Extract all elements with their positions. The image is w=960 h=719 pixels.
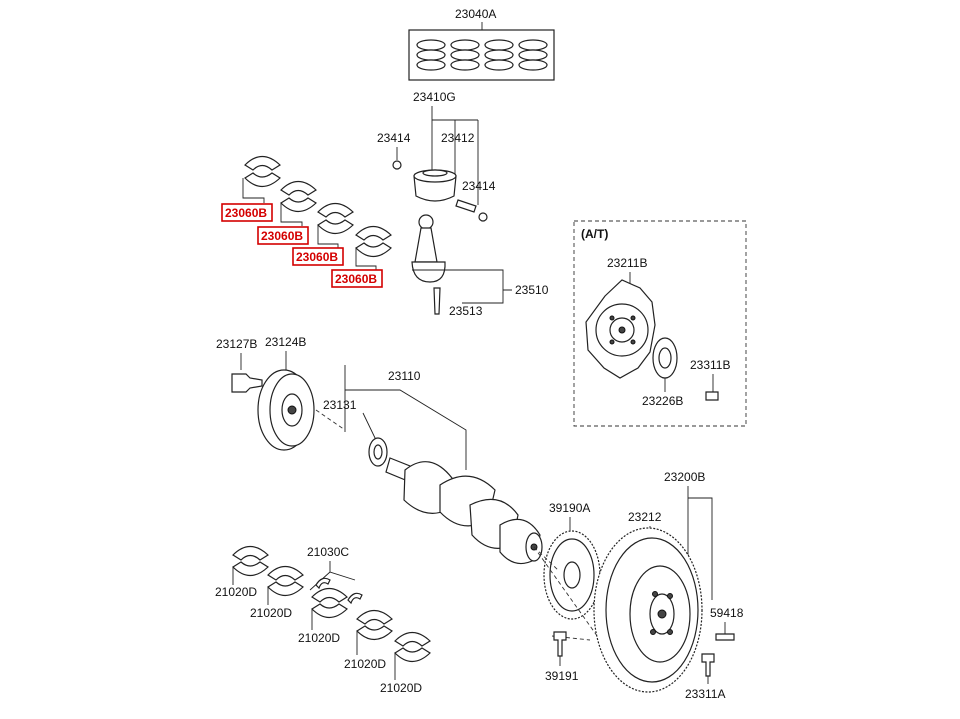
label-23211B[interactable]: 23211B <box>607 256 647 270</box>
label-23412[interactable]: 23412 <box>441 131 475 145</box>
crank-sprocket[interactable] <box>368 437 388 467</box>
drive-plate[interactable] <box>585 279 656 379</box>
piston-ring-set[interactable] <box>408 22 555 81</box>
main-bearings[interactable] <box>232 545 431 681</box>
label-23410G[interactable]: 23410G <box>413 90 456 104</box>
label-23124B[interactable]: 23124B <box>265 335 306 349</box>
label-21020D-1[interactable]: 21020D <box>215 585 257 599</box>
piston[interactable] <box>392 160 488 222</box>
label-39191[interactable]: 39191 <box>545 669 579 683</box>
label-21020D-5[interactable]: 21020D <box>380 681 422 695</box>
connecting-rod[interactable] <box>411 214 512 315</box>
label-23414-b[interactable]: 23414 <box>462 179 496 193</box>
label-23110[interactable]: 23110 <box>388 369 421 383</box>
bolt-23311B[interactable] <box>705 391 719 401</box>
at-group-box <box>573 220 747 427</box>
label-21020D-4[interactable]: 21020D <box>344 657 386 671</box>
label-23060B-4[interactable]: 23060B <box>335 272 377 286</box>
label-39190A[interactable]: 39190A <box>549 501 590 515</box>
label-23060B-1[interactable]: 23060B <box>225 206 267 220</box>
label-23200B[interactable]: 23200B <box>664 470 705 484</box>
label-23131[interactable]: 23131 <box>323 398 357 412</box>
label-23212[interactable]: 23212 <box>628 510 662 524</box>
label-23414-a[interactable]: 23414 <box>377 131 411 145</box>
label-23226B[interactable]: 23226B <box>642 394 683 408</box>
label-23513[interactable]: 23513 <box>449 304 483 318</box>
ring-gear-39190A[interactable] <box>543 530 601 620</box>
label-21020D-3[interactable]: 21020D <box>298 631 340 645</box>
label-23040A[interactable]: 23040A <box>455 7 496 21</box>
dowel-pin-59418[interactable] <box>715 633 735 641</box>
label-23060B-2[interactable]: 23060B <box>261 229 303 243</box>
bolt-39191[interactable] <box>553 631 567 657</box>
label-21030C[interactable]: 21030C <box>307 545 349 559</box>
flywheel[interactable] <box>593 527 703 693</box>
label-21020D-2[interactable]: 21020D <box>250 606 292 620</box>
label-59418[interactable]: 59418 <box>710 606 744 620</box>
label-23311B[interactable]: 23311B <box>690 358 730 372</box>
crankshaft[interactable] <box>385 457 543 565</box>
label-23060B-3[interactable]: 23060B <box>296 250 338 264</box>
label-23127B[interactable]: 23127B <box>216 337 257 351</box>
damper-pulley[interactable] <box>257 369 315 451</box>
bolt-23311A[interactable] <box>701 653 715 677</box>
label-at-group: (A/T) <box>581 227 608 241</box>
pulley-bolt[interactable] <box>231 373 263 393</box>
rod-bearings[interactable] <box>242 155 392 271</box>
label-23311A[interactable]: 23311A <box>685 687 725 701</box>
adapter-plate[interactable] <box>652 337 678 379</box>
label-23510[interactable]: 23510 <box>515 283 549 297</box>
